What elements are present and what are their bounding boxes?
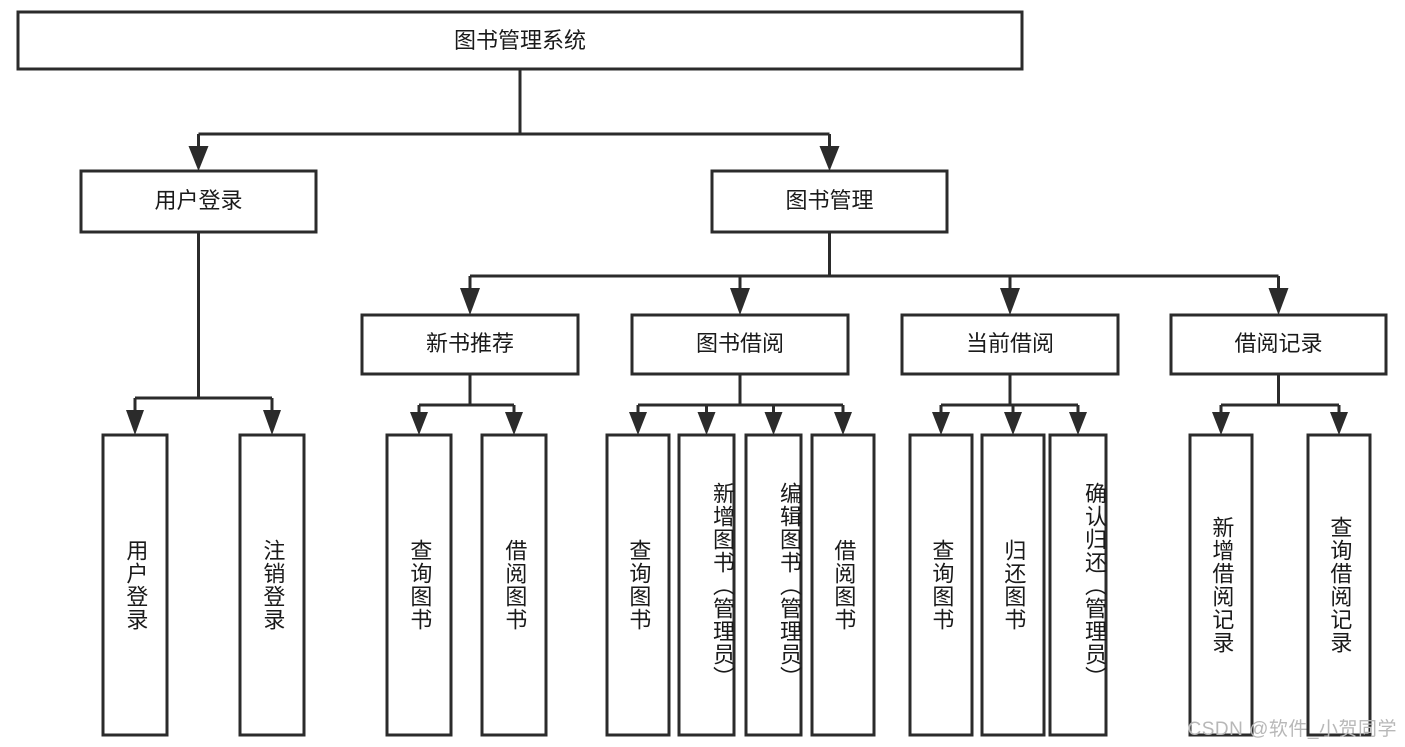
arrow-head-icon <box>126 410 144 435</box>
connector-root-to-level2 <box>188 69 840 171</box>
arrow-head-icon <box>1000 288 1020 315</box>
arrow-head-icon <box>460 288 480 315</box>
node-label-book-manage: 图书管理 <box>785 188 873 213</box>
watermark-text: CSDN @软件_小贺同学 <box>1187 719 1397 740</box>
node-box-leaf-edit-book[interactable] <box>744 433 803 737</box>
node-box-leaf-confirm-return[interactable] <box>1048 433 1108 737</box>
arrow-head-icon <box>834 412 852 435</box>
node-box-leaf-user-login[interactable] <box>101 433 169 737</box>
arrow-head-icon <box>505 412 523 435</box>
node-label-user-login: 用户登录 <box>154 188 242 213</box>
node-box-book-manage[interactable] <box>710 169 949 234</box>
arrow-head-icon <box>263 410 281 435</box>
node-box-leaf-return-book[interactable] <box>980 433 1046 737</box>
connector-book-borrow-to-leaves <box>629 374 852 435</box>
connector-book-manage-to-level3 <box>460 232 1289 315</box>
node-box-leaf-query-book-c[interactable] <box>908 433 974 737</box>
connector-new-book-rec-to-leaves <box>410 374 523 435</box>
arrow-head-icon <box>188 146 209 171</box>
node-label-borrow-record: 借阅记录 <box>1234 331 1322 356</box>
node-label-new-book-rec: 新书推荐 <box>426 331 514 356</box>
node-box-leaf-borrow-book-b[interactable] <box>810 433 876 737</box>
connector-user-login-to-leaves <box>126 232 281 435</box>
connector-current-borrow-to-leaves <box>932 374 1087 435</box>
arrow-head-icon <box>1268 288 1289 315</box>
arrow-head-icon <box>932 412 950 435</box>
arrow-head-icon <box>1330 412 1348 435</box>
node-box-leaf-query-book-a[interactable] <box>385 433 453 737</box>
arrow-head-icon <box>629 412 647 435</box>
node-label-root: 图书管理系统 <box>454 28 586 53</box>
node-box-book-borrow[interactable] <box>630 313 850 376</box>
node-box-leaf-query-record[interactable] <box>1306 433 1372 737</box>
arrow-head-icon <box>1069 412 1087 435</box>
node-box-new-book-rec[interactable] <box>360 313 580 376</box>
arrow-head-icon <box>730 288 750 315</box>
node-box-leaf-add-record[interactable] <box>1188 433 1254 737</box>
arrow-head-icon <box>410 412 428 435</box>
arrow-head-icon <box>819 146 840 171</box>
node-box-root[interactable] <box>16 10 1024 71</box>
connector-borrow-record-to-leaves <box>1212 374 1348 435</box>
arrow-head-icon <box>697 412 716 435</box>
node-box-leaf-logout[interactable] <box>238 433 306 737</box>
arrow-head-icon <box>1212 412 1230 435</box>
node-box-current-borrow[interactable] <box>900 313 1120 376</box>
arrow-head-icon <box>1004 412 1022 435</box>
arrow-head-icon <box>764 412 783 435</box>
node-label-current-borrow: 当前借阅 <box>966 331 1054 356</box>
node-label-book-borrow: 图书借阅 <box>696 331 784 356</box>
node-box-leaf-query-book-b[interactable] <box>605 433 671 737</box>
node-box-user-login[interactable] <box>79 169 318 234</box>
node-box-leaf-add-book[interactable] <box>677 433 736 737</box>
node-box-borrow-record[interactable] <box>1169 313 1388 376</box>
node-box-leaf-borrow-book-a[interactable] <box>480 433 548 737</box>
